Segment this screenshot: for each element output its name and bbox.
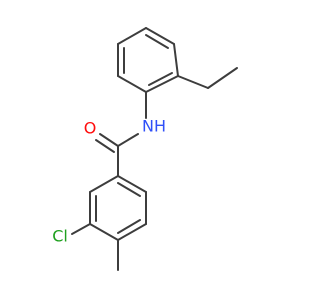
bond-group: [71, 27, 238, 271]
bond-upper-ring-6: [145, 75, 179, 93]
bond-lower-ring-4: [117, 223, 147, 241]
bond-nh-to-carbonyl: [117, 133, 139, 147]
bond-lower-ring-double-3: [117, 182, 141, 197]
atom-label-chlorine: Cl: [52, 227, 68, 246]
bond-upper-ring-3: [117, 27, 147, 45]
bond-upper-ring-double-1: [145, 34, 169, 49]
atom-label-oxygen: O: [84, 119, 97, 138]
bond-upper-ring-5: [117, 75, 147, 93]
molecule-canvas: O NH Cl: [52, 27, 238, 271]
chemical-structure-diagram: O NH Cl: [52, 27, 238, 271]
atom-label-group: O NH Cl: [52, 117, 166, 246]
bond-upper-ring-2: [145, 27, 175, 45]
bond-ethyl-ch2-ring: [177, 75, 209, 89]
bond-chloro: [71, 223, 91, 235]
bond-lower-ring-double-2: [117, 219, 141, 234]
bond-lower-ring-6: [117, 175, 147, 193]
bond-lower-ring-1: [89, 175, 119, 193]
bond-ethyl-ch3-ch2: [207, 67, 238, 89]
bond-upper-ring-1: [173, 43, 179, 77]
atom-label-nh: NH: [142, 117, 166, 136]
bond-carbonyl-co-2: [95, 139, 115, 153]
bond-carbonyl-co-1: [99, 133, 119, 147]
bond-lower-ring-3: [89, 223, 119, 241]
bond-upper-ring-double-3: [148, 72, 173, 86]
